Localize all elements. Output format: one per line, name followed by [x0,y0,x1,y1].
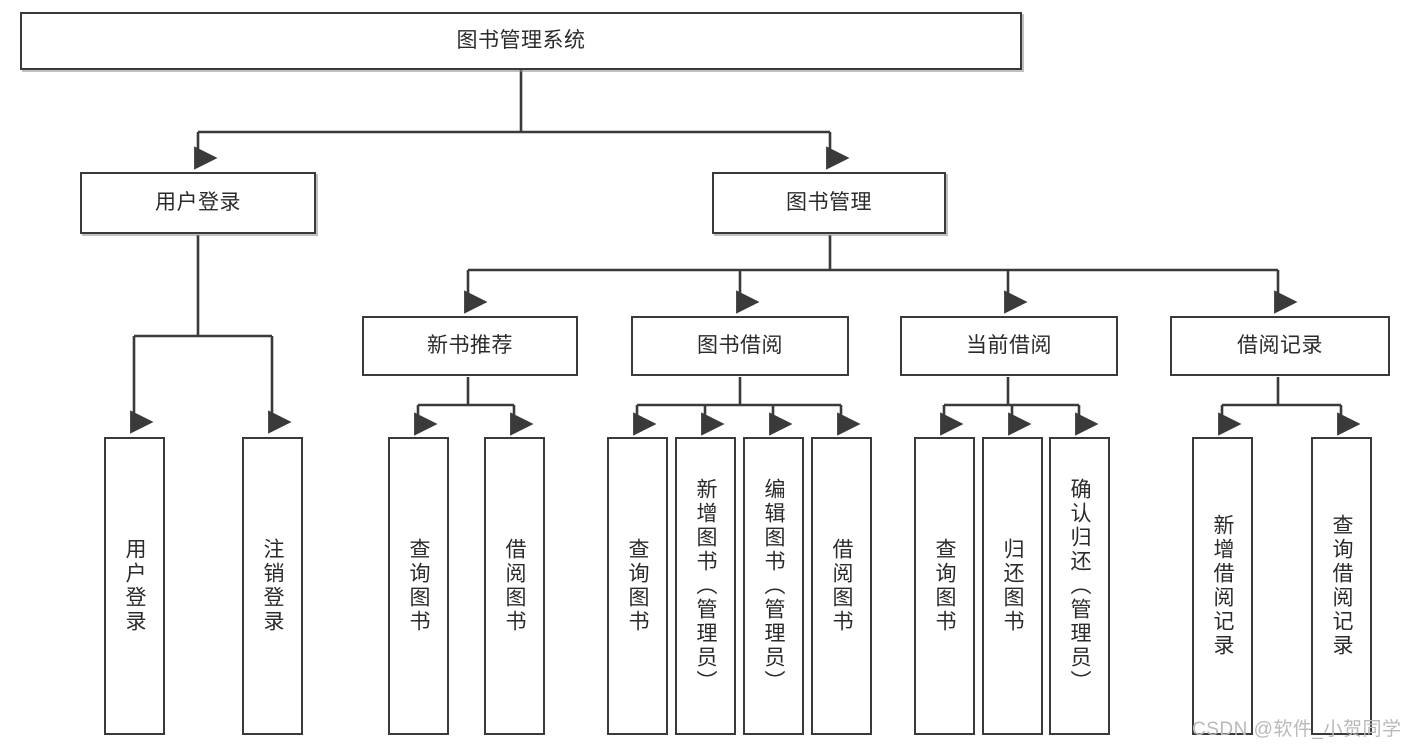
node-user-login-label: 用户登录 [155,191,241,215]
node-leaf-add-book[interactable]: 新增图书（管理员） [675,437,736,735]
node-new-book-recommend-label: 新书推荐 [427,334,513,358]
node-leaf-user-logout[interactable]: 注销登录 [242,437,303,735]
node-leaf-borrow-book-1-label: 借阅图书 [503,538,526,634]
node-leaf-return-book[interactable]: 归还图书 [982,437,1043,735]
node-leaf-edit-book-label: 编辑图书（管理员） [762,478,785,694]
node-leaf-user-login-label: 用户登录 [123,538,146,634]
node-current-borrow-label: 当前借阅 [966,334,1052,358]
node-root-label: 图书管理系统 [456,29,586,53]
node-leaf-query-book-2[interactable]: 查询图书 [607,437,668,735]
node-leaf-query-record[interactable]: 查询借阅记录 [1311,437,1372,735]
node-leaf-query-book-3[interactable]: 查询图书 [914,437,975,735]
node-leaf-user-login[interactable]: 用户登录 [104,437,165,735]
node-user-login[interactable]: 用户登录 [80,172,316,234]
node-current-borrow[interactable]: 当前借阅 [900,316,1118,376]
node-leaf-borrow-book-2-label: 借阅图书 [830,538,853,634]
node-leaf-confirm-return-label: 确认归还（管理员） [1068,478,1091,694]
node-leaf-borrow-book-2[interactable]: 借阅图书 [811,437,872,735]
node-root[interactable]: 图书管理系统 [20,12,1022,70]
node-book-manage[interactable]: 图书管理 [712,172,946,234]
node-leaf-add-record[interactable]: 新增借阅记录 [1192,437,1253,735]
node-borrow-record-label: 借阅记录 [1237,334,1323,358]
node-leaf-borrow-book-1[interactable]: 借阅图书 [484,437,545,735]
node-leaf-query-book-2-label: 查询图书 [626,538,649,634]
node-borrow-record[interactable]: 借阅记录 [1170,316,1390,376]
node-leaf-query-book-1[interactable]: 查询图书 [388,437,449,735]
node-new-book-recommend[interactable]: 新书推荐 [362,316,578,376]
node-leaf-add-book-label: 新增图书（管理员） [694,478,717,694]
node-leaf-query-book-1-label: 查询图书 [407,538,430,634]
node-book-borrow-label: 图书借阅 [697,334,783,358]
node-leaf-add-record-label: 新增借阅记录 [1211,514,1234,658]
node-leaf-user-logout-label: 注销登录 [261,538,284,634]
node-book-borrow[interactable]: 图书借阅 [631,316,849,376]
node-leaf-edit-book[interactable]: 编辑图书（管理员） [743,437,804,735]
node-book-manage-label: 图书管理 [786,191,872,215]
watermark-text: CSDN @软件_小贺同学 [1192,719,1402,740]
node-leaf-confirm-return[interactable]: 确认归还（管理员） [1049,437,1110,735]
node-leaf-query-record-label: 查询借阅记录 [1330,514,1353,658]
node-leaf-query-book-3-label: 查询图书 [933,538,956,634]
node-leaf-return-book-label: 归还图书 [1001,538,1024,634]
